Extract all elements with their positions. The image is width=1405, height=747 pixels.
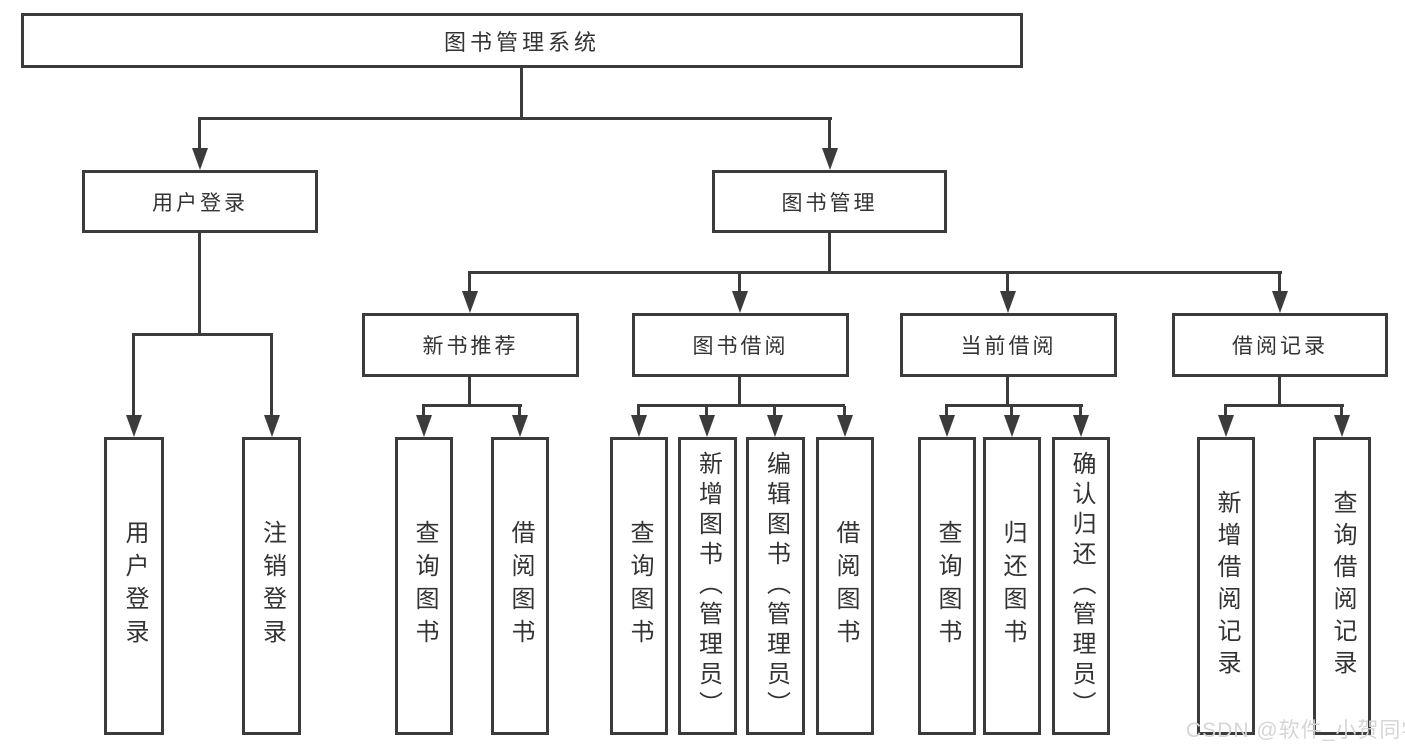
node-borrowing-records-label: 借阅记录 xyxy=(1232,335,1328,358)
arrow-down-icon xyxy=(837,415,853,437)
leaf-query-borrow-record-label: 查询借阅记录 xyxy=(1329,490,1356,682)
arrow-down-icon xyxy=(1073,415,1089,437)
edge-to-records-stem xyxy=(1278,273,1281,293)
edge-leaf-stem xyxy=(773,406,776,418)
node-root: 图书管理系统 xyxy=(21,13,1023,68)
leaf-user-login-label: 用户登录 xyxy=(121,520,148,652)
node-root-label: 图书管理系统 xyxy=(443,29,600,55)
edge-to-leaf-logout-stem xyxy=(270,335,273,417)
csdn-watermark: CSDN @软件_小贺同学 xyxy=(1186,719,1405,742)
arrow-down-icon xyxy=(192,148,208,170)
edge-group1-bar xyxy=(422,404,522,407)
node-user-login-label: 用户登录 xyxy=(152,191,248,215)
edge-group3-stem xyxy=(1006,377,1009,406)
arrow-down-icon xyxy=(462,291,478,313)
node-book-borrowing-label: 图书借阅 xyxy=(692,335,789,358)
leaf-edit-book-admin-label: 编辑图书（管理员） xyxy=(762,451,790,721)
edge-leaf-stem xyxy=(1224,406,1227,418)
leaf-user-login: 用户登录 xyxy=(104,437,164,735)
node-book-management-label: 图书管理 xyxy=(781,191,878,215)
edge-leaf-stem xyxy=(843,406,846,418)
leaf-return-books: 归还图书 xyxy=(983,437,1041,735)
leaf-confirm-return-admin: 确认归还（管理员） xyxy=(1052,437,1110,735)
edge-leaf-stem xyxy=(637,406,640,418)
leaf-query-books-borrowing: 查询图书 xyxy=(610,437,668,735)
leaf-confirm-return-admin-label: 确认归还（管理员） xyxy=(1068,451,1095,721)
leaf-query-books-recommend: 查询图书 xyxy=(395,437,453,735)
leaf-add-borrow-record-label: 新增借阅记录 xyxy=(1213,490,1240,682)
arrow-down-icon xyxy=(939,415,955,437)
leaf-return-books-label: 归还图书 xyxy=(999,520,1026,652)
edge-book-branch-bar xyxy=(468,271,1282,274)
edge-group4-stem xyxy=(1278,377,1281,406)
edge-group3-bar xyxy=(945,404,1083,407)
node-current-borrowing: 当前借阅 xyxy=(900,313,1117,377)
edge-root-bar xyxy=(198,117,832,120)
edge-group2-stem xyxy=(738,377,741,406)
arrow-down-icon xyxy=(822,148,838,170)
leaf-borrow-books-borrowing: 借阅图书 xyxy=(816,437,874,735)
arrow-down-icon xyxy=(512,415,528,437)
node-new-book-recommend: 新书推荐 xyxy=(362,313,579,377)
arrow-down-icon xyxy=(1334,415,1350,437)
node-current-borrowing-label: 当前借阅 xyxy=(960,335,1057,358)
leaf-edit-book-admin: 编辑图书（管理员） xyxy=(746,437,805,735)
edge-to-current-borrow-stem xyxy=(1006,273,1009,293)
arrow-down-icon xyxy=(1218,415,1234,437)
node-borrowing-records: 借阅记录 xyxy=(1172,313,1388,377)
edge-to-user-login-stem xyxy=(198,119,201,150)
arrow-down-icon xyxy=(416,415,432,437)
edge-to-book-borrow-stem xyxy=(738,273,741,293)
arrow-down-icon xyxy=(1004,415,1020,437)
edge-leaf-stem xyxy=(518,406,521,418)
edge-to-book-mgmt-stem xyxy=(828,119,831,150)
leaf-add-book-admin: 新增图书（管理员） xyxy=(678,437,737,735)
leaf-query-borrow-record: 查询借阅记录 xyxy=(1313,437,1371,735)
node-new-book-recommend-label: 新书推荐 xyxy=(422,335,519,358)
edge-group1-stem xyxy=(468,377,471,406)
leaf-query-books-recommend-label: 查询图书 xyxy=(411,520,438,652)
arrow-down-icon xyxy=(699,415,715,437)
node-user-login: 用户登录 xyxy=(82,170,318,233)
edge-group2-bar xyxy=(637,404,845,407)
leaf-borrow-books-recommend-label: 借阅图书 xyxy=(507,520,534,652)
leaf-logout-label: 注销登录 xyxy=(258,520,286,652)
arrow-down-icon xyxy=(767,415,783,437)
arrow-down-icon xyxy=(1000,291,1016,313)
arrow-down-icon xyxy=(264,415,280,437)
node-book-borrowing: 图书借阅 xyxy=(632,313,849,377)
edge-leaf-stem xyxy=(1010,406,1013,418)
edge-leaf-stem xyxy=(1079,406,1082,418)
edge-book-branch-stem xyxy=(828,233,831,274)
leaf-borrow-books-borrowing-label: 借阅图书 xyxy=(832,520,859,652)
edge-user-branch-stem xyxy=(198,233,201,335)
arrow-down-icon xyxy=(631,415,647,437)
edge-user-branch-bar xyxy=(132,333,273,336)
edge-leaf-stem xyxy=(705,406,708,418)
leaf-logout: 注销登录 xyxy=(242,437,301,735)
edge-to-leaf-login-stem xyxy=(132,335,135,417)
edge-to-new-books-stem xyxy=(468,273,471,293)
leaf-add-book-admin-label: 新增图书（管理员） xyxy=(694,451,722,721)
leaf-query-books-current: 查询图书 xyxy=(918,437,976,735)
leaf-query-books-borrowing-label: 查询图书 xyxy=(626,520,653,652)
node-book-management: 图书管理 xyxy=(712,170,947,233)
arrow-down-icon xyxy=(1272,291,1288,313)
leaf-query-books-current-label: 查询图书 xyxy=(934,520,961,652)
leaf-borrow-books-recommend: 借阅图书 xyxy=(491,437,549,735)
arrow-down-icon xyxy=(126,415,142,437)
arrow-down-icon xyxy=(732,291,748,313)
edge-root-stem xyxy=(520,68,523,118)
edge-leaf-stem xyxy=(1340,406,1343,418)
edge-leaf-stem xyxy=(945,406,948,418)
leaf-add-borrow-record: 新增借阅记录 xyxy=(1197,437,1255,735)
edge-leaf-stem xyxy=(422,406,425,418)
edge-group4-bar xyxy=(1224,404,1344,407)
